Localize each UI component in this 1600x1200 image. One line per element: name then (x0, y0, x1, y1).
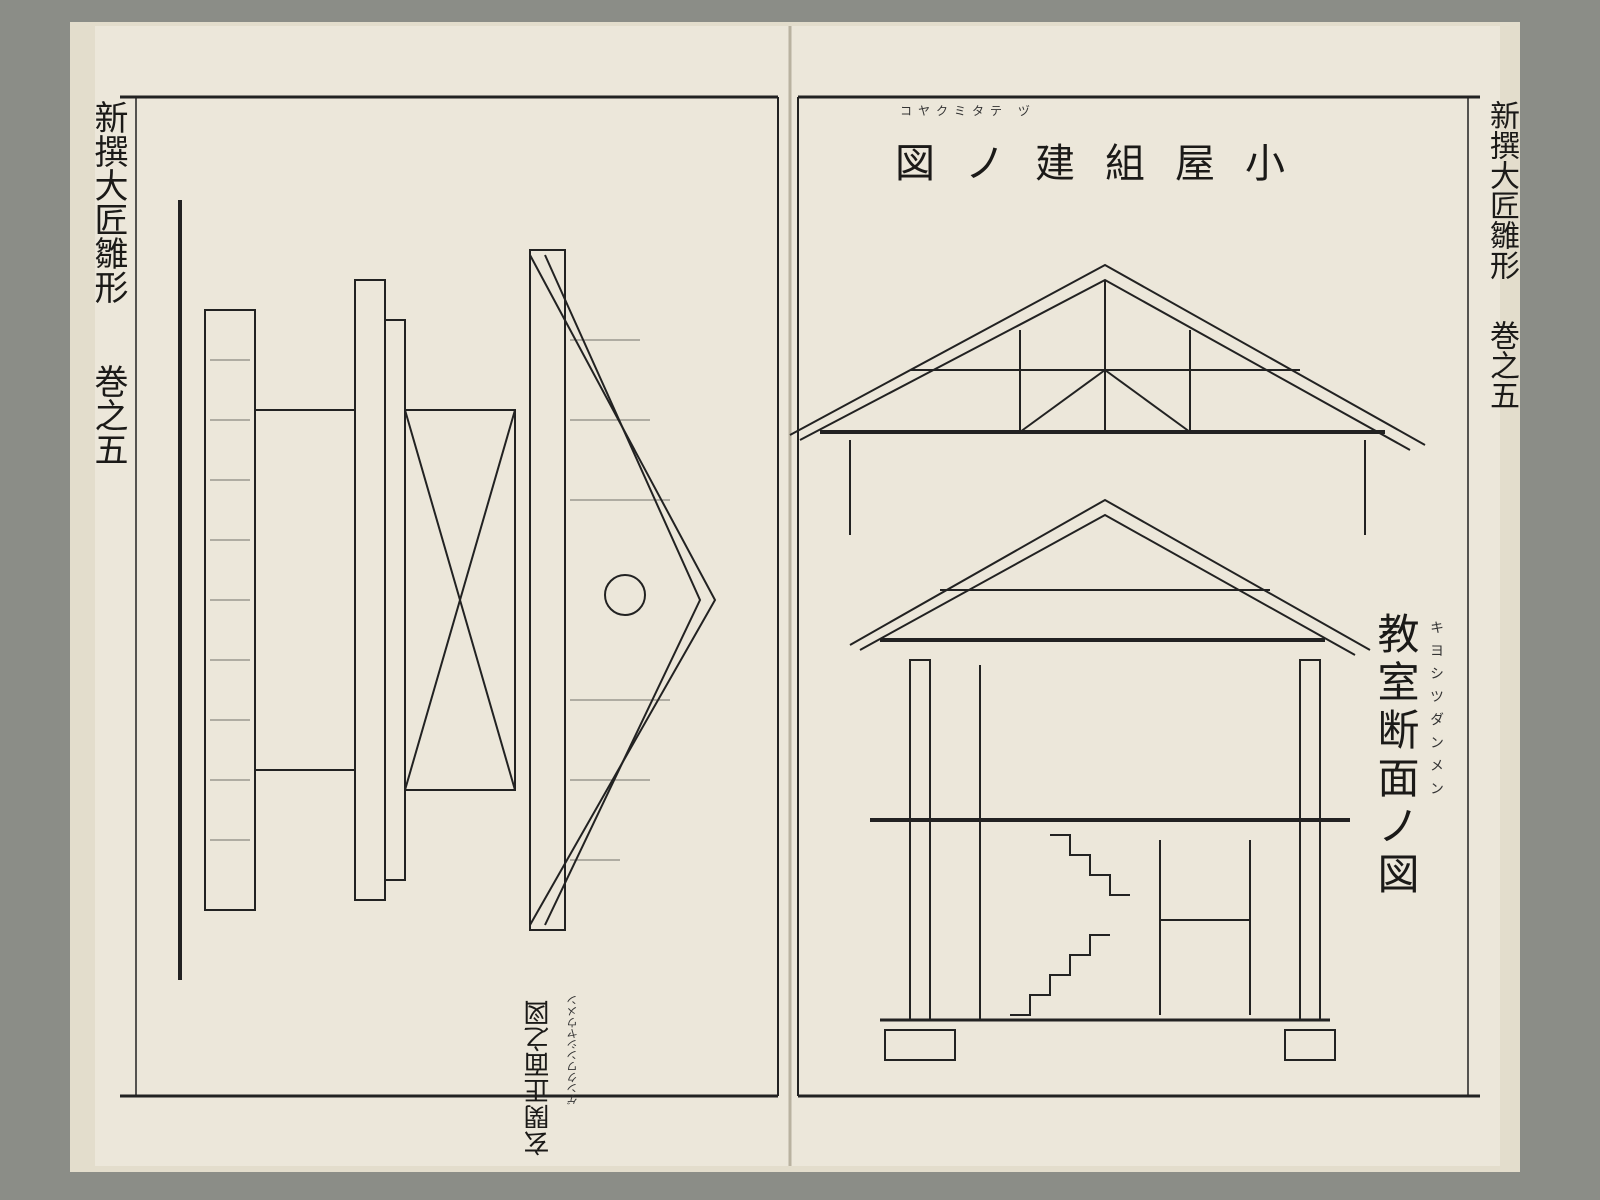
classroom-caption: 教室断面ノ図 (1371, 612, 1420, 900)
page-title: 図ノ建組屋小 (895, 140, 1315, 188)
left-spine-series: 新撰大匠雛形 (88, 100, 128, 304)
right-spine-title: 新撰大匠雛形巻之五 (1483, 100, 1519, 410)
left-spine-volume: 巻之五 (88, 364, 128, 466)
page-frames (120, 95, 1480, 1098)
left-page (95, 26, 795, 1166)
entrance-elevation-drawing (178, 200, 717, 980)
left-spine-title: 新撰大匠雛形巻之五 (88, 100, 128, 466)
right-spine-volume: 巻之五 (1484, 320, 1519, 410)
title-reading: コヤクミタテ ヅ (900, 104, 1036, 118)
entrance-caption: 玄関正面之図 (524, 1000, 554, 1156)
entrance-caption-reading: ゲンクワンシヤウメン (566, 995, 579, 1105)
right-page (790, 26, 1500, 1166)
classroom-caption-reading: キヨシツダンメン (1428, 620, 1444, 804)
classroom-section-drawing (849, 498, 1371, 1061)
roof-truss-drawing (789, 263, 1426, 535)
right-spine-series: 新撰大匠雛形 (1484, 100, 1519, 280)
title-text: 図ノ建組屋小 (895, 141, 1315, 187)
